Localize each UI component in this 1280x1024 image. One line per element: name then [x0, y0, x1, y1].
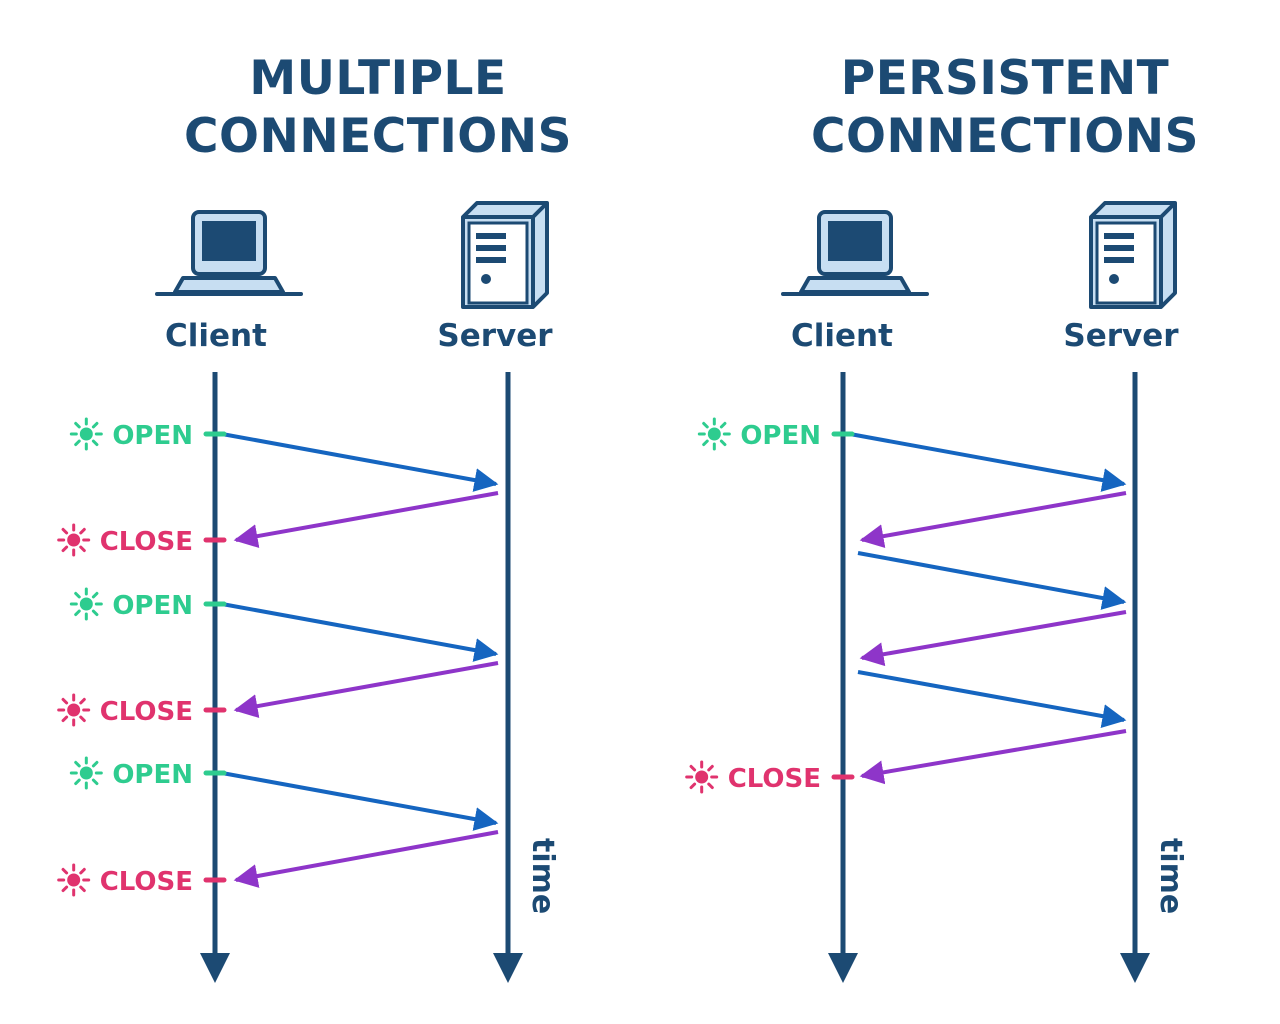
- laptop-icon: [155, 210, 303, 296]
- event-markers-multiple: OPEN CLOSE OPEN CLOSE OPEN CLOSE: [57, 417, 227, 897]
- response-arrow: [233, 661, 499, 718]
- request-arrow: [849, 432, 1127, 492]
- open-label: OPEN: [740, 421, 821, 451]
- response-arrow: [859, 729, 1127, 785]
- response-arrow: [233, 491, 499, 548]
- server-label-persistent: Server: [1063, 318, 1179, 354]
- open-sun-icon: [69, 587, 103, 621]
- close-sun-icon: [57, 863, 91, 897]
- server-icon: [461, 201, 549, 309]
- open-label: OPEN: [112, 760, 193, 790]
- client-label-persistent: Client: [791, 318, 893, 354]
- request-arrow: [857, 670, 1127, 728]
- close-label: CLOSE: [728, 764, 821, 794]
- close-sun-icon: [57, 693, 91, 727]
- close-label: CLOSE: [100, 527, 193, 557]
- response-arrow: [859, 491, 1127, 549]
- laptop-icon: [781, 210, 929, 296]
- request-arrow: [221, 432, 499, 492]
- open-label: OPEN: [112, 421, 193, 451]
- server-label-multiple: Server: [437, 318, 553, 354]
- event-markers-persistent: OPEN CLOSE: [685, 417, 855, 794]
- client-label-multiple: Client: [165, 318, 267, 354]
- close-sun-icon: [57, 523, 91, 557]
- server-icon: [1089, 201, 1177, 309]
- close-label: CLOSE: [100, 867, 193, 897]
- response-arrow: [859, 610, 1127, 667]
- persistent-connections-title: PERSISTENT CONNECTIONS: [811, 51, 1199, 164]
- request-arrow: [221, 602, 499, 662]
- response-arrow: [233, 830, 499, 888]
- open-sun-icon: [697, 417, 731, 451]
- open-label: OPEN: [112, 591, 193, 621]
- close-label: CLOSE: [100, 697, 193, 727]
- open-sun-icon: [69, 417, 103, 451]
- multiple-connections-title: MULTIPLE CONNECTIONS: [184, 51, 572, 164]
- open-sun-icon: [69, 756, 103, 790]
- request-arrow: [221, 771, 499, 831]
- request-arrow: [857, 551, 1127, 610]
- close-sun-icon: [685, 760, 719, 794]
